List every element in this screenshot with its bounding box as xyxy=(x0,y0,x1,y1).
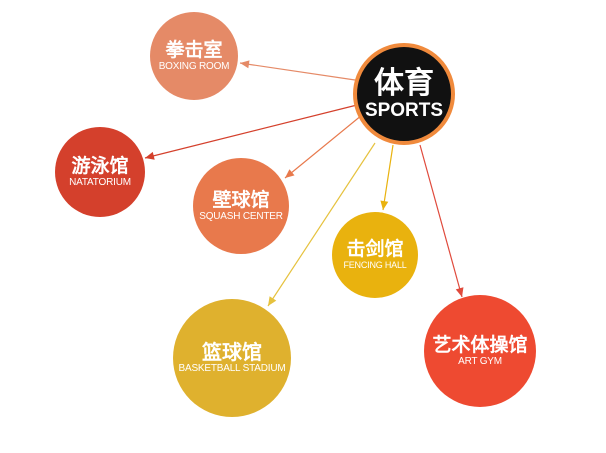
node-label-en: BASKETBALL STADIUM xyxy=(178,363,286,375)
node-label-zh: 游泳馆 xyxy=(71,154,129,177)
arrowhead-icon xyxy=(380,200,389,210)
node-label-zh: 拳击室 xyxy=(165,38,223,61)
node-label-zh: 艺术体操馆 xyxy=(432,333,528,356)
arrowhead-icon xyxy=(268,296,277,306)
connector-line xyxy=(239,62,356,81)
arrowhead-icon xyxy=(285,169,295,178)
node-label-zh: 篮球馆 xyxy=(202,340,262,365)
node-label-zh: 击剑馆 xyxy=(346,238,404,261)
node-label-en: SQUASH CENTER xyxy=(199,210,283,222)
node-label-en: ART GYM xyxy=(458,355,502,367)
node-natatorium: 游泳馆 NATATORIUM xyxy=(55,127,145,217)
node-squash-center: 壁球馆 SQUASH CENTER xyxy=(193,158,289,254)
arrowhead-icon xyxy=(240,60,250,69)
node-basketball-stadium: 篮球馆 BASKETBALL STADIUM xyxy=(173,299,291,417)
connector-line xyxy=(382,144,394,211)
hub-node-sports: 体育 SPORTS xyxy=(353,43,455,145)
arrowhead-icon xyxy=(145,151,155,160)
node-boxing-room: 拳击室 BOXING ROOM xyxy=(150,12,238,100)
node-art-gym: 艺术体操馆 ART GYM xyxy=(424,295,536,407)
arrowhead-icon xyxy=(455,287,464,297)
connector-line xyxy=(267,142,376,307)
connector-line xyxy=(284,114,363,179)
node-fencing-hall: 击剑馆 FENCING HALL xyxy=(332,212,418,298)
node-label-zh: 壁球馆 xyxy=(212,188,270,211)
hub-title-en: SPORTS xyxy=(364,99,444,121)
hub-title-zh: 体育 xyxy=(374,65,434,101)
node-label-en: FENCING HALL xyxy=(343,260,407,271)
connector-line xyxy=(419,144,463,298)
node-label-en: NATATORIUM xyxy=(69,176,131,188)
node-label-en: BOXING ROOM xyxy=(158,60,230,72)
connector-line xyxy=(144,104,358,159)
